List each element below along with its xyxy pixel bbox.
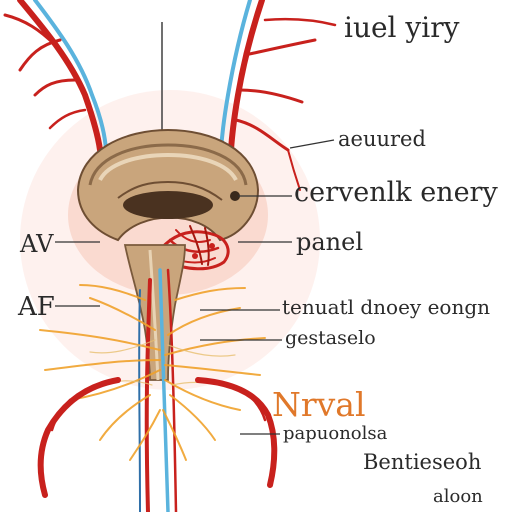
central-organ	[68, 128, 268, 295]
callout-accent	[289, 139, 335, 149]
label-papu: papuonolsa	[283, 423, 388, 444]
label-abon: aloon	[433, 486, 483, 507]
callout-lines	[55, 139, 335, 435]
label-gestaselo: gestaselo	[285, 327, 376, 349]
label-tensual: tenuatl dnoey eongn	[282, 295, 491, 319]
label-af: AF	[18, 292, 55, 322]
upper-right-vessels	[219, 0, 337, 191]
label-title: iuel yiry	[344, 11, 460, 44]
label-bent: Bentieseoh	[363, 450, 482, 474]
upper-left-vessels	[3, 0, 108, 153]
lower-vessels	[37, 377, 278, 498]
label-cervenlk: cervenlk enery	[294, 177, 498, 208]
label-av: AV	[20, 230, 54, 258]
label-accent: aeuured	[338, 127, 426, 151]
label-nrval: Nrval	[272, 385, 366, 424]
label-panel: panel	[296, 228, 364, 256]
